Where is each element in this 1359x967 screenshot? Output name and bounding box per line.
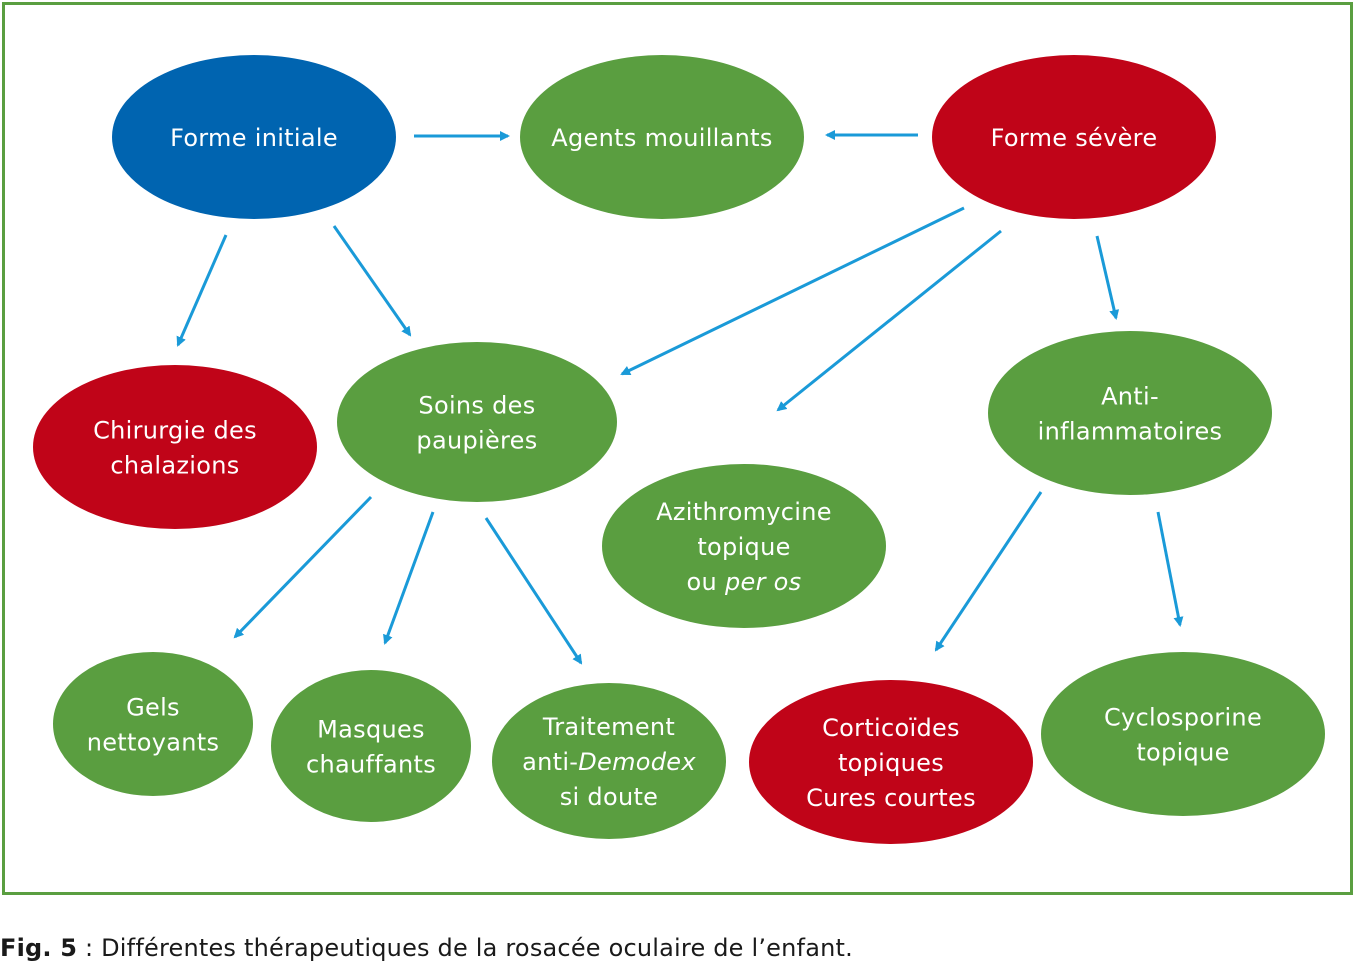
arrow-soins-paupieres-to-traitement-anti-demodex (484, 517, 583, 665)
node-soins-paupieres: Soins des paupières (337, 342, 617, 502)
edges-layer (176, 130, 1184, 665)
node-label-line: ou (687, 568, 725, 596)
arrow-forme-initiale-to-soins-paupieres (332, 225, 412, 337)
node-label-line: topique (697, 533, 790, 561)
node-label-line: Cyclosporine (1104, 704, 1262, 732)
arrow-forme-initiale-to-chirurgie-chalazions (176, 234, 228, 347)
node-label-line: per os (724, 568, 801, 596)
node-label-forme-severe: Forme sévère (991, 124, 1158, 152)
node-label-line: Cures courtes (806, 784, 976, 812)
arrow-anti-inflammatoires-to-corticoides-topiques (934, 491, 1043, 652)
node-traitement-anti-demodex: Traitement anti-Demodex si doute (492, 683, 726, 839)
node-label-line: Azithromycine (656, 498, 832, 526)
node-label-line: chalazions (110, 452, 239, 480)
node-label-anti-inflammatoires: Anti-inflammatoires (1038, 383, 1223, 446)
arrow-forme-severe-to-anti-inflammatoires (1095, 235, 1120, 320)
node-label-line: Forme sévère (991, 124, 1158, 152)
node-label-line: Anti- (1101, 383, 1159, 411)
node-label-gels-nettoyants: Gels nettoyants (87, 694, 220, 757)
figure-caption: Fig. 5 : Différentes thérapeutiques de l… (0, 934, 853, 962)
node-label-chirurgie-chalazions: Chirurgie des chalazions (93, 417, 257, 480)
node-agents-mouillants: Agents mouillants (520, 55, 804, 219)
node-label-line: Forme initiale (170, 124, 338, 152)
node-chirurgie-chalazions: Chirurgie des chalazions (33, 365, 317, 529)
node-label-line: chauffants (306, 751, 436, 779)
node-cyclosporine-topique: Cyclosporine topique (1041, 652, 1325, 816)
node-azithromycine: Azithromycine topique ou per os (602, 464, 886, 628)
node-label-line: Corticoïdes (822, 714, 960, 742)
node-ellipse-soins-paupieres (337, 342, 617, 502)
node-label-cyclosporine-topique: Cyclosporine topique (1104, 704, 1262, 767)
node-label-line: inflammatoires (1038, 418, 1223, 446)
node-gels-nettoyants: Gels nettoyants (53, 652, 253, 796)
node-ellipse-forme-initiale (112, 55, 396, 219)
node-ellipse-masques-chauffants (271, 670, 471, 822)
caption-label: Fig. 5 (0, 934, 78, 962)
arrow-anti-inflammatoires-to-cyclosporine-topique (1156, 511, 1184, 627)
node-label-line: Agents mouillants (551, 124, 772, 152)
node-ellipse-chirurgie-chalazions (33, 365, 317, 529)
node-masques-chauffants: Masques chauffants (271, 670, 471, 822)
node-forme-severe: Forme sévère (932, 55, 1216, 219)
node-ellipse-azithromycine (602, 464, 886, 628)
node-ellipse-cyclosporine-topique (1041, 652, 1325, 816)
node-ellipse-forme-severe (932, 55, 1216, 219)
node-label-traitement-anti-demodex: Traitement anti-Demodex si doute (522, 713, 696, 811)
node-label-agents-mouillants: Agents mouillants (551, 124, 772, 152)
node-label-line: nettoyants (87, 729, 220, 757)
node-label-soins-paupieres: Soins des paupières (416, 392, 537, 455)
node-label-masques-chauffants: Masques chauffants (306, 716, 436, 779)
arrow-forme-severe-to-soins-paupieres (620, 206, 965, 376)
node-ellipse-agents-mouillants (520, 55, 804, 219)
node-label-line: Gels (126, 694, 180, 722)
arrow-soins-paupieres-to-masques-chauffants (383, 511, 435, 645)
node-label-line: Demodex (578, 748, 696, 776)
node-label-line: Chirurgie des (93, 417, 257, 445)
node-label-line: topiques (838, 749, 944, 777)
node-label-line: topique (1136, 739, 1229, 767)
caption-text: : Différentes thérapeutiques de la rosac… (77, 934, 853, 962)
node-ellipse-anti-inflammatoires (988, 331, 1272, 495)
node-label-line: Traitement (542, 713, 675, 741)
node-label-line: Masques (317, 716, 425, 744)
node-anti-inflammatoires: Anti-inflammatoires (988, 331, 1272, 495)
arrow-soins-paupieres-to-gels-nettoyants (233, 495, 373, 639)
diagram-frame (2, 2, 1353, 895)
node-label-line: Soins des (418, 392, 535, 420)
node-ellipse-corticoides-topiques (749, 680, 1033, 844)
node-forme-initiale: Forme initiale (112, 55, 396, 219)
node-ellipse-traitement-anti-demodex (492, 683, 726, 839)
node-ellipse-gels-nettoyants (53, 652, 253, 796)
nodes-layer: Forme initiale Agents mouillants Forme sév… (33, 55, 1325, 844)
node-label-line: anti- (522, 748, 578, 776)
node-label-forme-initiale: Forme initiale (170, 124, 338, 152)
node-label-line: paupières (416, 427, 537, 455)
node-label-line: si doute (560, 783, 659, 811)
arrow-forme-severe-to-azithromycine (776, 229, 1002, 412)
node-label-azithromycine: Azithromycine topique ou per os (656, 498, 832, 596)
